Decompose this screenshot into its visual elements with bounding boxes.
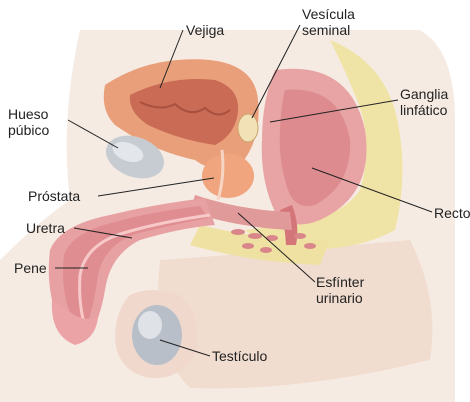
label-hueso-line2: púbico: [8, 122, 49, 138]
label-vesicula-seminal: Vesícula seminal: [302, 6, 355, 38]
seminal-vesicle: [238, 114, 258, 142]
label-esfinter-line1: Esfínter: [316, 274, 364, 290]
label-pene: Pene: [14, 260, 47, 276]
label-hueso-pubico: Hueso púbico: [8, 106, 49, 138]
label-prostata: Próstata: [28, 188, 80, 204]
label-esfinter-line2: urinario: [316, 290, 364, 306]
label-testiculo: Testículo: [212, 348, 267, 364]
label-recto: Recto: [434, 205, 470, 221]
label-vejiga: Vejiga: [186, 22, 224, 38]
label-vesicula-line2: seminal: [302, 22, 355, 38]
label-ganglia-line2: linfático: [400, 102, 448, 118]
label-hueso-line1: Hueso: [8, 106, 49, 122]
label-uretra: Uretra: [26, 220, 65, 236]
label-ganglia-line1: Ganglia: [400, 86, 448, 102]
prostate: [202, 154, 254, 198]
testicle-highlight: [138, 311, 162, 339]
label-ganglia-linfatico: Ganglia linfático: [400, 86, 448, 118]
label-esfinter-urinario: Esfínter urinario: [316, 274, 364, 306]
label-vesicula-line1: Vesícula: [302, 6, 355, 22]
